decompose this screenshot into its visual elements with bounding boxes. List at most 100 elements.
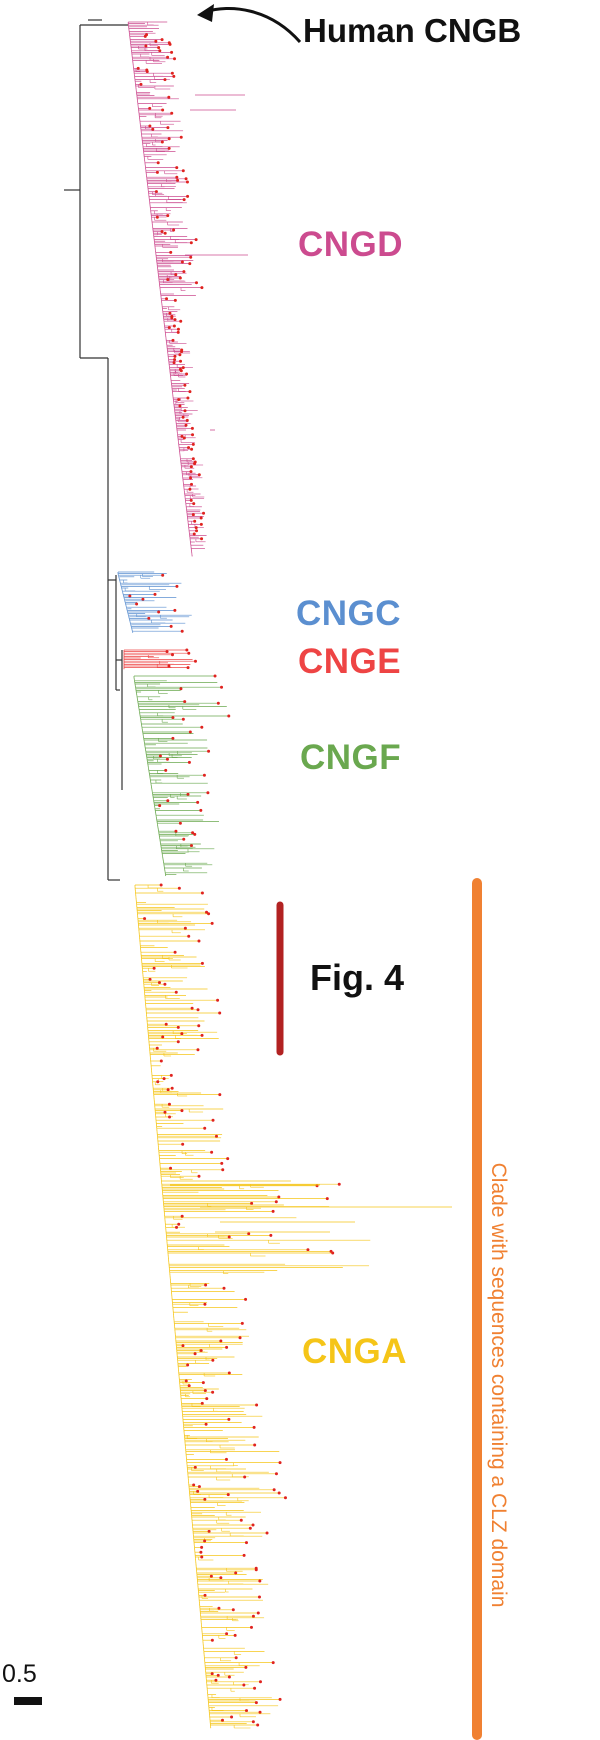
tip-marker [183, 409, 187, 413]
tip-marker [196, 800, 200, 804]
tip-marker [155, 1046, 159, 1050]
tip-marker [240, 1321, 244, 1325]
tip-marker [173, 298, 177, 302]
tip-marker [191, 513, 195, 517]
tip-marker [167, 146, 171, 150]
tip-marker [190, 426, 194, 430]
tip-marker [161, 1035, 165, 1039]
tip-marker [168, 311, 172, 315]
clade-label-cnga: CNGA [302, 1332, 408, 1371]
tip-marker [274, 1472, 278, 1476]
tip-marker [193, 1352, 197, 1356]
tip-marker [180, 1032, 184, 1036]
tree-backbone [64, 19, 128, 881]
tip-marker [173, 950, 177, 954]
tip-marker [181, 415, 185, 419]
tip-marker [171, 716, 175, 720]
tip-marker [337, 1182, 341, 1186]
tip-marker [200, 961, 204, 965]
tip-marker [164, 768, 168, 772]
tip-marker [192, 502, 196, 506]
tip-marker [244, 1709, 248, 1713]
tip-marker [227, 1371, 231, 1375]
tip-marker [220, 1718, 224, 1722]
tip-marker [173, 358, 177, 362]
tip-marker [256, 1611, 260, 1615]
clade-cnga-branches [134, 883, 452, 1729]
tip-marker [170, 1086, 174, 1090]
human-cngb-label: Human CNGB [303, 12, 522, 49]
tip-marker [178, 276, 182, 280]
scale-bar-label: 0.5 [2, 1660, 37, 1688]
tip-marker [160, 140, 164, 144]
tip-marker [200, 1033, 204, 1037]
tip-marker [283, 1496, 287, 1500]
tip-marker [183, 383, 187, 387]
tip-marker [255, 1403, 259, 1407]
tip-marker [154, 39, 158, 43]
tip-marker [180, 1214, 184, 1218]
tip-marker [141, 597, 145, 601]
tip-marker [157, 46, 161, 50]
tip-marker [199, 522, 203, 526]
tip-marker [145, 70, 149, 74]
tip-marker [194, 526, 198, 530]
tip-marker [186, 792, 190, 796]
scale-bar [14, 1697, 42, 1705]
tip-marker [225, 1345, 229, 1349]
tip-marker [200, 286, 204, 290]
clade-label-cngf: CNGF [300, 738, 402, 777]
tip-marker [197, 939, 201, 943]
tip-marker [193, 832, 197, 836]
tip-marker [173, 318, 177, 322]
tip-marker [200, 537, 204, 541]
tip-marker [156, 1080, 160, 1084]
tip-marker [188, 390, 192, 394]
tip-marker [159, 1059, 163, 1063]
tip-marker [151, 127, 155, 131]
tip-marker [221, 1168, 225, 1172]
tip-marker [175, 166, 179, 170]
tip-marker [197, 1024, 201, 1028]
tip-marker [193, 519, 197, 523]
tip-marker [234, 1656, 238, 1660]
tip-marker [182, 837, 186, 841]
tip-marker [271, 1661, 275, 1665]
tip-marker [205, 1397, 209, 1401]
tip-marker [186, 666, 190, 670]
tip-marker [203, 1389, 207, 1393]
clade-cngc-branches [117, 571, 192, 633]
tip-marker [188, 487, 192, 491]
tip-marker [165, 650, 169, 654]
tip-marker [171, 338, 175, 342]
tip-marker [200, 1401, 204, 1405]
tip-marker [204, 1422, 208, 1426]
tip-marker [242, 1553, 246, 1557]
tip-marker [183, 700, 187, 704]
tip-marker [248, 1526, 252, 1530]
tip-marker [210, 1672, 214, 1676]
tip-marker [249, 1625, 253, 1629]
tip-marker [197, 473, 201, 477]
tip-marker [180, 629, 184, 633]
tip-marker [172, 74, 176, 78]
tip-marker [161, 108, 165, 112]
tip-marker [199, 1550, 203, 1554]
tip-marker [254, 1568, 258, 1572]
tip-marker [325, 1197, 329, 1201]
tip-marker [200, 1545, 204, 1549]
tip-marker [166, 278, 170, 282]
tip-marker [217, 1606, 221, 1610]
tip-marker [231, 1608, 235, 1612]
human-cngb-arrow [204, 6, 302, 43]
tip-marker [218, 1093, 222, 1097]
tip-marker [227, 714, 231, 718]
tip-marker [278, 1697, 282, 1701]
tip-marker [179, 319, 183, 323]
tip-marker [179, 359, 183, 363]
tip-marker [306, 1248, 310, 1252]
tip-marker [189, 465, 193, 469]
tip-marker [173, 608, 177, 612]
tip-marker [224, 1457, 228, 1461]
